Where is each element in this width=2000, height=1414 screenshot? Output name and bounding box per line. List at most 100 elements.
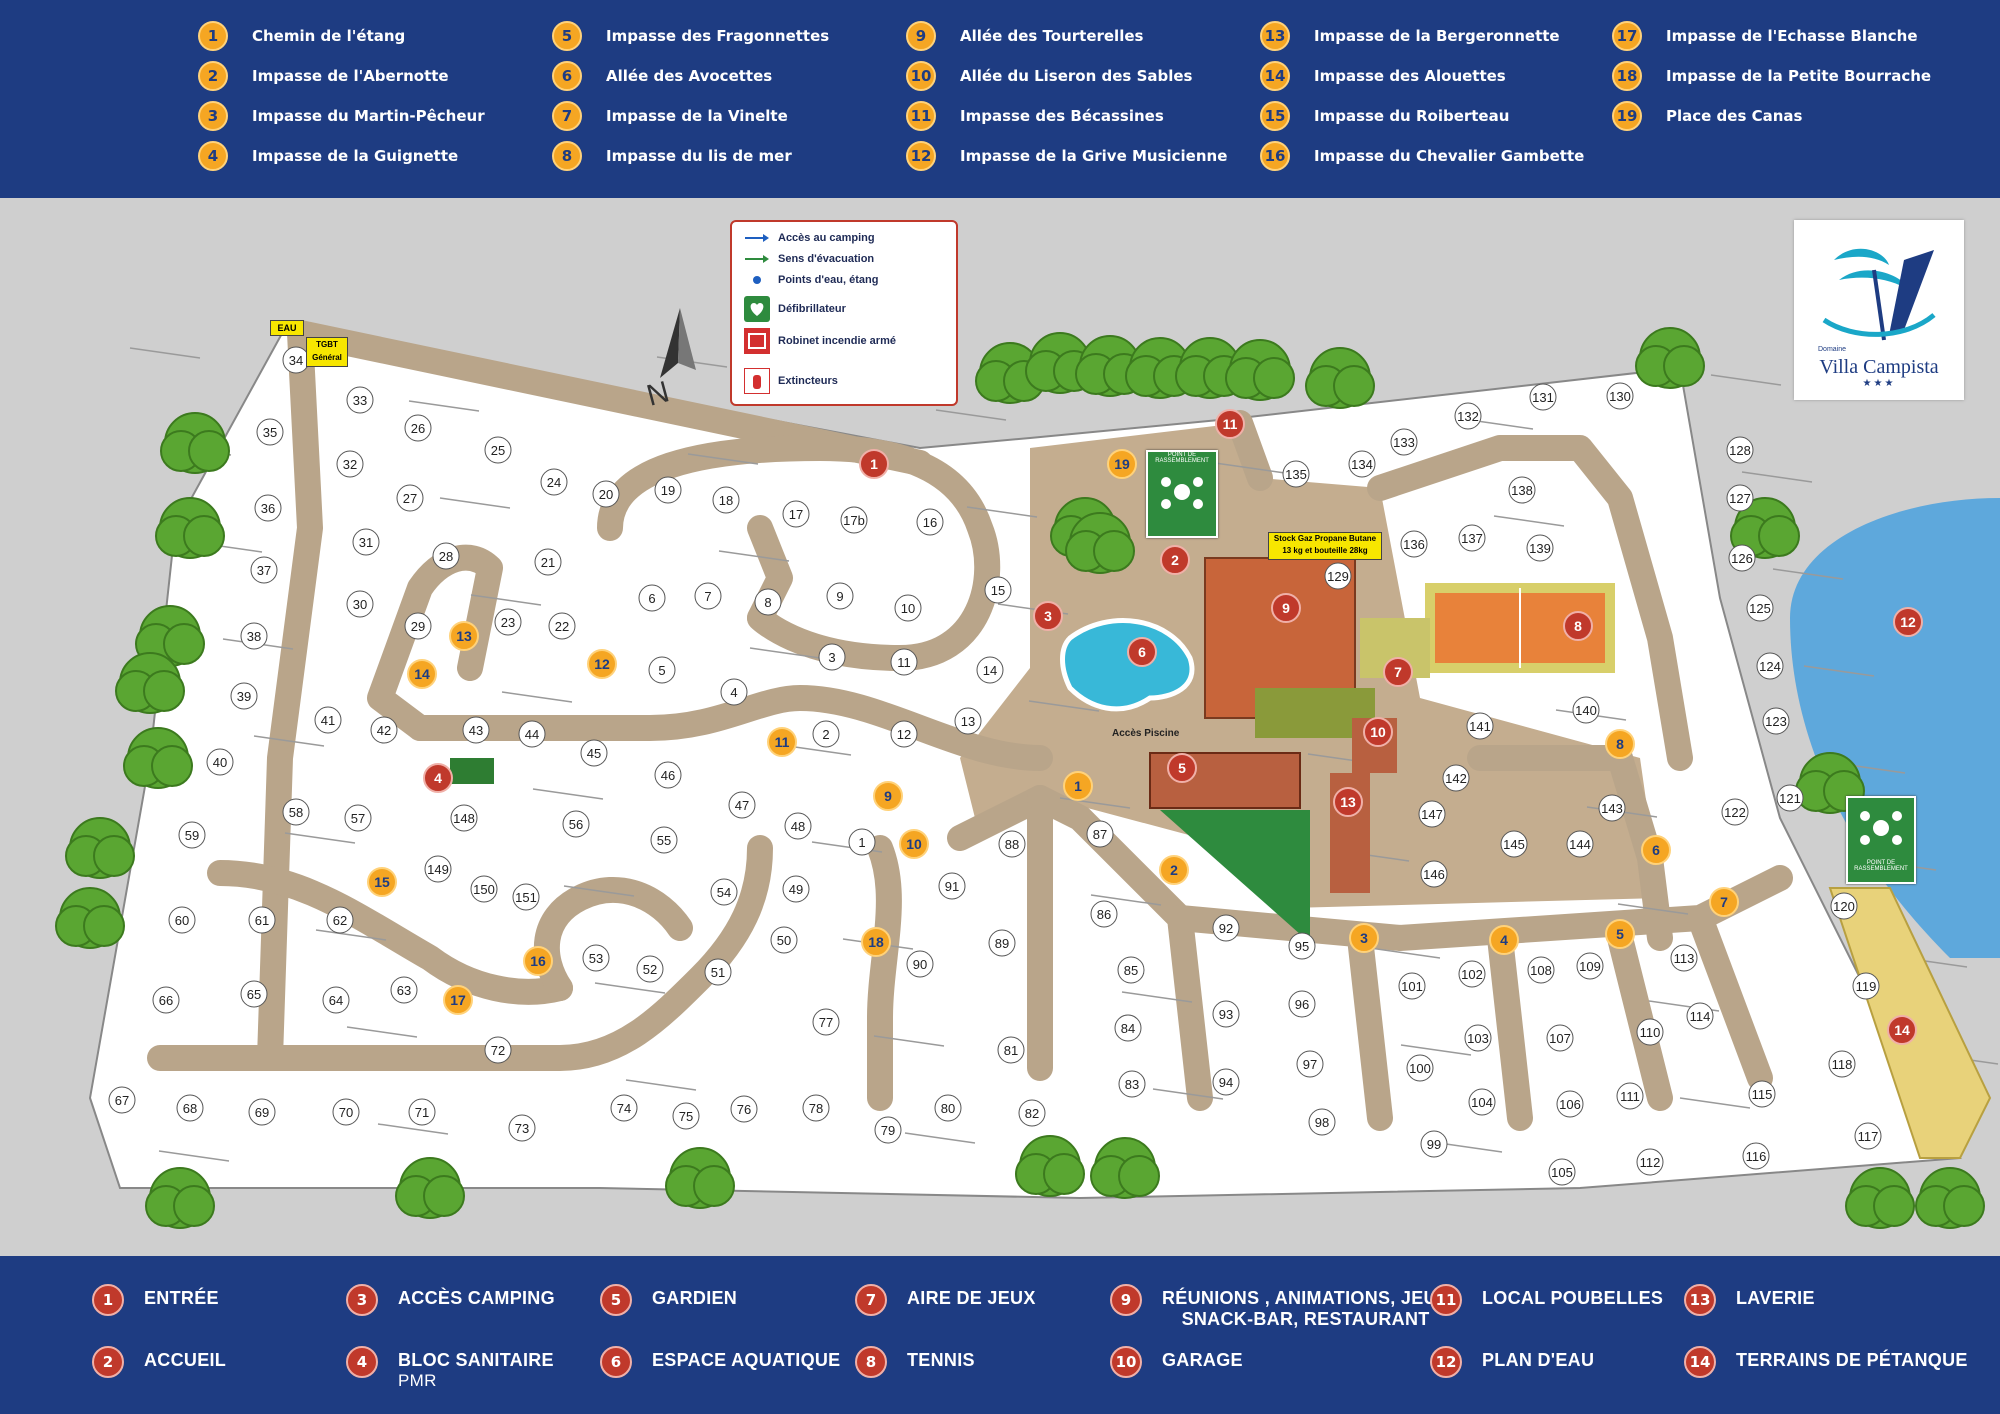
svg-text:3: 3 xyxy=(1360,930,1368,946)
street-name: Impasse du Roiberteau xyxy=(1314,107,1510,125)
facility-name: GARDIEN xyxy=(652,1288,738,1308)
svg-text:26: 26 xyxy=(411,421,425,436)
svg-text:66: 66 xyxy=(159,993,173,1008)
campsite-path xyxy=(407,685,1053,771)
svg-text:127: 127 xyxy=(1729,491,1751,506)
street-name: Impasse du lis de mer xyxy=(606,147,792,165)
street-number-badge: 2 xyxy=(198,61,228,91)
street-marker: 8 xyxy=(1605,729,1635,759)
svg-text:71: 71 xyxy=(415,1105,429,1120)
svg-text:74: 74 xyxy=(617,1101,631,1116)
street-name: Impasse de la Guignette xyxy=(252,147,459,165)
plot-number: 103 xyxy=(1464,1024,1492,1052)
plot-number: 33 xyxy=(346,386,374,414)
street-name: Impasse du Chevalier Gambette xyxy=(1314,147,1585,165)
street-number-badge: 12 xyxy=(906,141,936,171)
svg-text:24: 24 xyxy=(547,475,561,490)
campsite-path xyxy=(207,860,573,1005)
plot-number: 52 xyxy=(636,955,664,983)
campsite-path xyxy=(257,320,323,1071)
campsite-path xyxy=(597,435,1001,671)
street-number-badge: 1 xyxy=(198,21,228,51)
svg-text:107: 107 xyxy=(1549,1031,1571,1046)
svg-text:60: 60 xyxy=(175,913,189,928)
street-number-badge: 4 xyxy=(198,141,228,171)
facility-legend-band xyxy=(0,1256,2000,1414)
svg-text:135: 135 xyxy=(1285,467,1307,482)
svg-text:94: 94 xyxy=(1219,1075,1233,1090)
plot-boundary xyxy=(158,1150,230,1162)
street-number-badge: 14 xyxy=(1260,61,1290,91)
plot-number: 55 xyxy=(650,826,678,854)
facility-name: TENNIS xyxy=(907,1350,975,1370)
plot-number: 64 xyxy=(322,986,350,1014)
svg-text:39: 39 xyxy=(237,689,251,704)
plot-number: 108 xyxy=(1527,956,1555,984)
svg-text:3: 3 xyxy=(1044,608,1052,624)
plot-number: 150 xyxy=(470,875,498,903)
defibrillator-icon xyxy=(744,296,770,322)
street-name: Allée des Tourterelles xyxy=(960,27,1144,45)
campsite-path xyxy=(1687,905,1773,1091)
tree-icon xyxy=(665,1147,735,1209)
plot-number: 102 xyxy=(1458,960,1486,988)
plot-number: 72 xyxy=(484,1036,512,1064)
street-number-badge: 8 xyxy=(552,141,582,171)
svg-text:91: 91 xyxy=(945,879,959,894)
plot-number: 124 xyxy=(1756,652,1784,680)
plot-number: 11 xyxy=(890,648,918,676)
svg-text:80: 80 xyxy=(941,1101,955,1116)
facility-marker: 3 xyxy=(1033,601,1063,631)
plot-number: 57 xyxy=(344,804,372,832)
svg-text:2: 2 xyxy=(1171,552,1179,568)
plot-number: 62 xyxy=(326,906,354,934)
plot-boundary xyxy=(439,497,511,509)
facility-name: AIRE DE JEUX xyxy=(907,1288,1036,1308)
plot-boundary xyxy=(315,929,387,941)
svg-text:7: 7 xyxy=(1720,894,1728,910)
plot-number: 91 xyxy=(938,872,966,900)
plot-number: 23 xyxy=(494,608,522,636)
plot-number: 51 xyxy=(704,958,732,986)
plot-boundary xyxy=(904,1132,976,1144)
svg-text:100: 100 xyxy=(1409,1061,1431,1076)
street-marker: 18 xyxy=(861,927,891,957)
plot-boundary xyxy=(966,506,1038,518)
facility-number-badge: 11 xyxy=(1430,1284,1462,1316)
plot-number: 121 xyxy=(1776,784,1804,812)
svg-text:3: 3 xyxy=(828,650,835,665)
campsite-path xyxy=(1487,925,1533,1131)
svg-text:17: 17 xyxy=(789,507,803,522)
svg-text:5: 5 xyxy=(1616,926,1624,942)
plot-number: 31 xyxy=(352,528,380,556)
svg-text:57: 57 xyxy=(351,811,365,826)
plot-number: 10 xyxy=(894,594,922,622)
plot-number: 32 xyxy=(336,450,364,478)
svg-text:139: 139 xyxy=(1529,541,1551,556)
svg-text:21: 21 xyxy=(541,555,555,570)
plot-boundary xyxy=(563,885,635,897)
svg-text:136: 136 xyxy=(1403,537,1425,552)
svg-text:110: 110 xyxy=(1640,1025,1661,1040)
svg-text:11: 11 xyxy=(775,734,790,750)
plot-number: 86 xyxy=(1090,900,1118,928)
svg-text:149: 149 xyxy=(427,862,449,877)
svg-text:129: 129 xyxy=(1327,569,1349,584)
svg-text:12: 12 xyxy=(1900,614,1916,630)
street-number-badge: 18 xyxy=(1612,61,1642,91)
plot-number: 147 xyxy=(1418,800,1446,828)
svg-text:13: 13 xyxy=(1340,794,1356,810)
plot-number: 75 xyxy=(672,1102,700,1130)
facility-subtitle: PMR xyxy=(398,1371,437,1390)
